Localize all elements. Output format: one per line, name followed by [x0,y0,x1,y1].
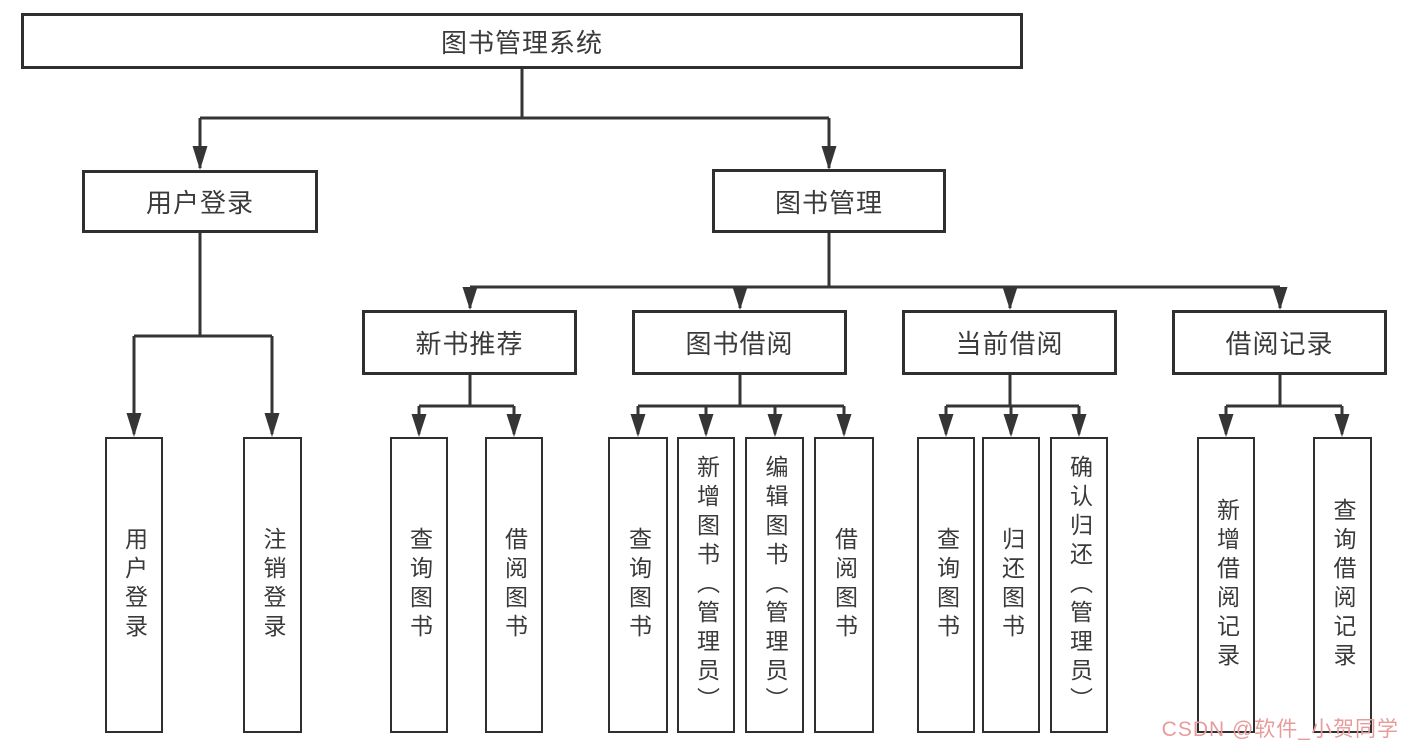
leaf-cb-return-book-label: 归还图书 [998,527,1025,643]
leaf-cb-confirm-return-admin-label: 确认归还（管理员） [1066,454,1093,716]
node-book-management-label: 图书管理 [774,187,883,218]
leaf-nb-borrow-book-label: 借阅图书 [501,527,528,643]
leaf-nb-query-book-label: 查询图书 [406,527,433,643]
node-book-borrow-label: 图书借阅 [685,329,794,359]
leaf-br-query-record-label: 查询借阅记录 [1330,498,1356,672]
leaf-nb-query-book: 查询图书 [390,437,448,733]
node-new-book-recommend-label: 新书推荐 [415,329,524,359]
leaf-br-add-record: 新增借阅记录 [1197,437,1255,733]
leaf-nb-borrow-book: 借阅图书 [485,437,543,733]
node-borrow-records-label: 借阅记录 [1225,329,1334,359]
node-current-borrow: 当前借阅 [902,310,1117,375]
node-new-book-recommend: 新书推荐 [362,310,577,375]
leaf-cb-query-book-label: 查询图书 [933,527,960,643]
connector-paths [132,69,1344,434]
leaf-bb-add-book-admin-label: 新增图书（管理员） [693,454,720,716]
leaf-bb-add-book-admin: 新增图书（管理员） [677,437,735,733]
node-root: 图书管理系统 [21,13,1023,69]
node-book-borrow: 图书借阅 [632,310,847,375]
leaf-bb-borrow-book-label: 借阅图书 [831,527,858,643]
leaf-bb-query-book: 查询图书 [608,437,668,733]
leaf-bb-borrow-book: 借阅图书 [814,437,874,733]
node-book-management: 图书管理 [712,169,946,233]
csdn-watermark: CSDN @软件_小贺同学 [1161,718,1399,741]
leaf-user-login: 用户登录 [105,437,163,733]
node-root-label: 图书管理系统 [440,27,603,58]
node-current-borrow-label: 当前借阅 [955,329,1064,359]
leaf-bb-edit-book-admin: 编辑图书（管理员） [745,437,804,733]
leaf-br-add-record-label: 新增借阅记录 [1213,498,1240,672]
leaf-cb-confirm-return-admin: 确认归还（管理员） [1050,437,1108,733]
leaf-cb-return-book: 归还图书 [982,437,1040,733]
leaf-logout-label: 注销登录 [260,527,286,643]
node-borrow-records: 借阅记录 [1172,310,1387,375]
leaf-bb-edit-book-admin-label: 编辑图书（管理员） [762,454,788,716]
leaf-logout: 注销登录 [243,437,302,733]
node-user-login-label: 用户登录 [145,188,254,218]
node-user-login: 用户登录 [82,170,318,233]
leaf-cb-query-book: 查询图书 [917,437,975,733]
arrowhead-icons [126,146,1350,437]
leaf-br-query-record: 查询借阅记录 [1313,437,1372,733]
leaf-bb-query-book-label: 查询图书 [625,527,652,643]
leaf-user-login-label: 用户登录 [121,527,148,643]
